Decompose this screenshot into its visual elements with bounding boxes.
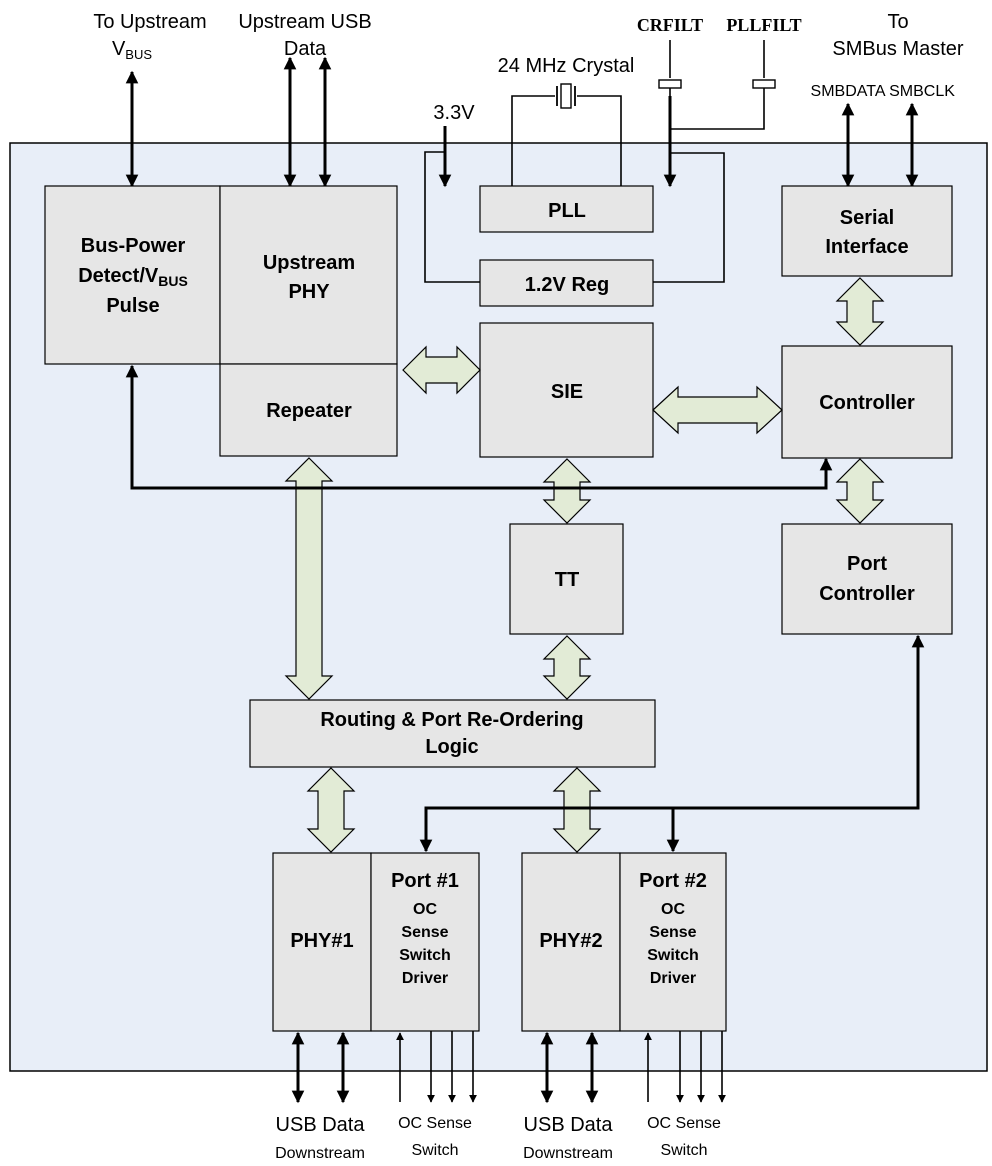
bus-arrow-sie-tt <box>542 458 592 524</box>
bus-power-detect-block <box>44 185 221 365</box>
label-upstream-data: Data <box>284 38 327 60</box>
tt-block <box>509 523 624 635</box>
serial-label-2: Interface <box>825 236 908 258</box>
reg-loop-right <box>653 152 725 283</box>
label-pllfilt: PLLFILT <box>726 15 801 35</box>
port1-label-2: OC <box>413 901 437 918</box>
vbus-control-line <box>125 364 833 490</box>
label-usb-data-2: USB Data <box>524 1114 614 1136</box>
label-smbdata: SMBDATA <box>811 83 886 100</box>
port-controller-block <box>781 523 953 635</box>
bus-arrow-controller-portctrl <box>835 458 885 524</box>
phy1-label: PHY#1 <box>290 930 353 952</box>
pll-block <box>479 185 654 233</box>
bus-power-label-1: Bus-Power <box>81 235 186 257</box>
tt-label: TT <box>555 569 579 591</box>
port1-label-3: Sense <box>401 924 448 941</box>
label-vbus: VBUS <box>112 38 152 62</box>
phy2-label: PHY#2 <box>539 930 602 952</box>
sie-label: SIE <box>551 381 583 403</box>
crystal-wire <box>511 95 555 186</box>
pll-label: PLL <box>548 200 586 222</box>
port1-label-1: Port #1 <box>391 870 459 892</box>
reg-loop-left <box>424 151 480 283</box>
upstream-phy-label-2: PHY <box>288 281 330 303</box>
port2-label-2: OC <box>661 901 685 918</box>
port1-label-4: Switch <box>399 947 451 964</box>
port2-label-5: Driver <box>650 970 696 987</box>
regulator-label: 1.2V Reg <box>525 274 609 296</box>
crystal-wire-2 <box>577 95 622 186</box>
serial-label-1: Serial <box>840 207 894 229</box>
port2-label-3: Sense <box>649 924 696 941</box>
label-smbclk: SMBCLK <box>889 83 955 100</box>
regulator-block <box>479 259 654 307</box>
label-3v3: 3.3V <box>433 102 475 124</box>
label-smbus-master: SMBus Master <box>832 38 963 60</box>
label-oc-sense-1: OC Sense <box>398 1115 472 1132</box>
crfilt-capacitor-icon <box>658 40 682 96</box>
label-usb-data-1: USB Data <box>276 1114 366 1136</box>
upstream-phy-label-1: Upstream <box>263 252 355 274</box>
port2-block <box>619 852 727 1032</box>
port2-label-4: Switch <box>647 947 699 964</box>
label-to: To <box>887 11 908 33</box>
phy1-block <box>272 852 372 1032</box>
label-downstream-1: Downstream <box>275 1145 365 1162</box>
label-switch-2: Switch <box>660 1142 707 1159</box>
port1-block <box>370 852 480 1032</box>
bus-power-label-2: Detect/VBUS <box>78 265 188 289</box>
label-upstream-usb: Upstream USB <box>238 11 371 33</box>
label-oc-sense-2: OC Sense <box>647 1115 721 1132</box>
bus-arrow-serial-controller <box>835 277 885 346</box>
label-crystal: 24 MHz Crystal <box>498 55 635 77</box>
label-to-upstream: To Upstream <box>93 11 206 33</box>
port1-label-5: Driver <box>402 970 448 987</box>
filt-wire <box>670 96 765 130</box>
upstream-phy-block <box>219 185 398 365</box>
bus-arrow-routing-phy1 <box>306 767 356 853</box>
crystal-icon <box>556 83 576 109</box>
bus-power-label-3: Pulse <box>106 295 159 317</box>
label-switch-1: Switch <box>411 1142 458 1159</box>
repeater-label: Repeater <box>266 400 352 422</box>
label-downstream-2: Downstream <box>523 1145 613 1162</box>
routing-label-1: Routing & Port Re-Ordering <box>320 709 583 731</box>
bus-arrow-repeater-routing <box>284 457 334 700</box>
phy2-block <box>521 852 621 1032</box>
routing-label-2: Logic <box>425 736 478 758</box>
port2-label-1: Port #2 <box>639 870 707 892</box>
label-crfilt: CRFILT <box>637 15 703 35</box>
port-controller-label-2: Controller <box>819 583 915 605</box>
controller-label: Controller <box>819 392 915 414</box>
serial-interface-block <box>781 185 953 277</box>
pllfilt-capacitor-icon <box>752 40 776 96</box>
port-controller-label-1: Port <box>847 553 887 575</box>
